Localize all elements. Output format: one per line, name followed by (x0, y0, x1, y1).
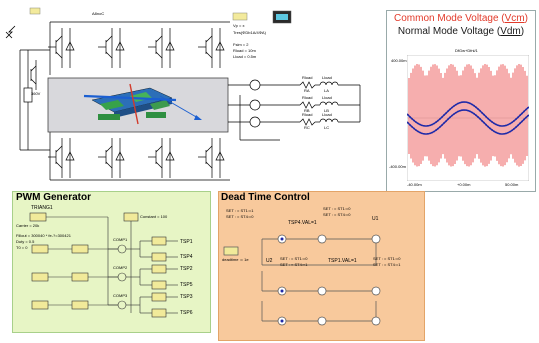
param-block (232, 12, 248, 21)
ra-label: RA (304, 88, 310, 93)
comp1-label: COMP1 (113, 237, 128, 242)
normal-mode-trace (407, 109, 529, 135)
dead-u1: U1 (372, 216, 379, 222)
output-tsp4: TSP4 (180, 254, 193, 260)
rload-b-label: Rload (302, 95, 313, 100)
la-label: LA (324, 88, 329, 93)
output-tsp1: TSP1 (180, 239, 193, 245)
rload-a-label: Rload (302, 75, 313, 80)
output-tsp6: TSP6 (180, 310, 193, 316)
dead-set6: SET : = ST4:=1 (280, 262, 308, 267)
lload-a-label: Lload (322, 75, 332, 80)
lload-c-label: Lload (322, 112, 332, 117)
lb-label: LB (324, 108, 329, 113)
dead-tsp1: TSP1.VAL=1 (328, 258, 357, 264)
dead-time-title: Dead Time Control (221, 192, 310, 203)
3d-model-graphic (83, 83, 202, 125)
param-rload: Rload = 10m (233, 48, 256, 53)
rb-label: RB (304, 108, 310, 113)
common-mode-waveform (408, 64, 528, 167)
dead-tsp4: TSP4.VAL=1 (288, 220, 317, 226)
triangle-name: TRIANG1 (31, 205, 53, 211)
lc-label: LC (324, 125, 330, 130)
param-tres: Tres(ΦDb1A/4ΦA) (233, 30, 266, 35)
param-vp: Vp = x (233, 23, 245, 28)
legend-common-mode: Common Mode Voltage (Vcm) (394, 13, 528, 24)
normal-mode-waveform (407, 101, 529, 135)
normal-mode-trace (407, 101, 529, 127)
dead-set8: SET : = ST4:=1 (373, 262, 401, 267)
pwm-diagram (29, 212, 178, 318)
dead-time-panel (218, 191, 425, 341)
rload-c-label: Rload (302, 112, 313, 117)
legend-normal-mode: Normal Mode Voltage (Vdm) (397, 26, 525, 37)
constant-param: Constant = 100 (140, 214, 168, 219)
comp3-label: COMP3 (113, 293, 128, 298)
y-top-label: 400.00m (391, 58, 407, 63)
x-left-label: -40.00m (407, 182, 422, 187)
t0-param: T0 = 0 (16, 245, 28, 250)
y-bottom-label: -400.00m (389, 164, 406, 169)
scope-panel: Common Mode Voltage (Vcm) Normal Mode Vo… (386, 10, 536, 192)
duty-param: Duty = 0.5 (16, 239, 35, 244)
inverter-schematic (5, 7, 361, 181)
dead-set4: SET : = ST4:=0 (323, 212, 351, 217)
lower-switches (48, 138, 225, 178)
comp2-label: COMP2 (113, 265, 128, 270)
dead-u2: U2 (266, 258, 273, 264)
dead-set7: SET : = ST1:=0 (373, 256, 401, 261)
source-left-label: 360V (31, 91, 41, 96)
lload-b-label: Lload (322, 95, 332, 100)
param-fsim: Fsim = 2 (233, 42, 249, 47)
output-tsp3: TSP3 (180, 294, 193, 300)
output-tsp5: TSP5 (180, 282, 193, 288)
rc-label: RC (304, 125, 310, 130)
dead-time-diagram (223, 234, 381, 326)
x-mid-label: +0.00m (457, 182, 471, 187)
load-network (228, 79, 361, 141)
fillout-param: Fillout = 300040 * fe-?=300421 (16, 233, 71, 238)
dead-set3: SET : = ST1:=0 (323, 206, 351, 211)
output-tsp2: TSP2 (180, 266, 193, 272)
pwm-title: PWM Generator (16, 192, 92, 203)
dead-set1: SET : = ST1:=1 (226, 208, 254, 213)
upper-switches (30, 28, 225, 90)
dead-set5: SET : = ST1:=0 (280, 256, 308, 261)
source-top-label: A8noC (92, 11, 105, 16)
x-right-label: 50.00m (505, 182, 519, 187)
carrier-param: Carrier = 20k (16, 223, 40, 228)
param-lload: Lload = 0.5m (233, 54, 257, 59)
waveform-plot (407, 55, 529, 181)
source-symbol (5, 25, 16, 39)
plot-title: DfGw+Dfnl/1 (455, 48, 478, 53)
dead-deadtime: deadtime := 1e (222, 257, 249, 262)
dead-set2: SET : = ST4:=0 (226, 214, 254, 219)
